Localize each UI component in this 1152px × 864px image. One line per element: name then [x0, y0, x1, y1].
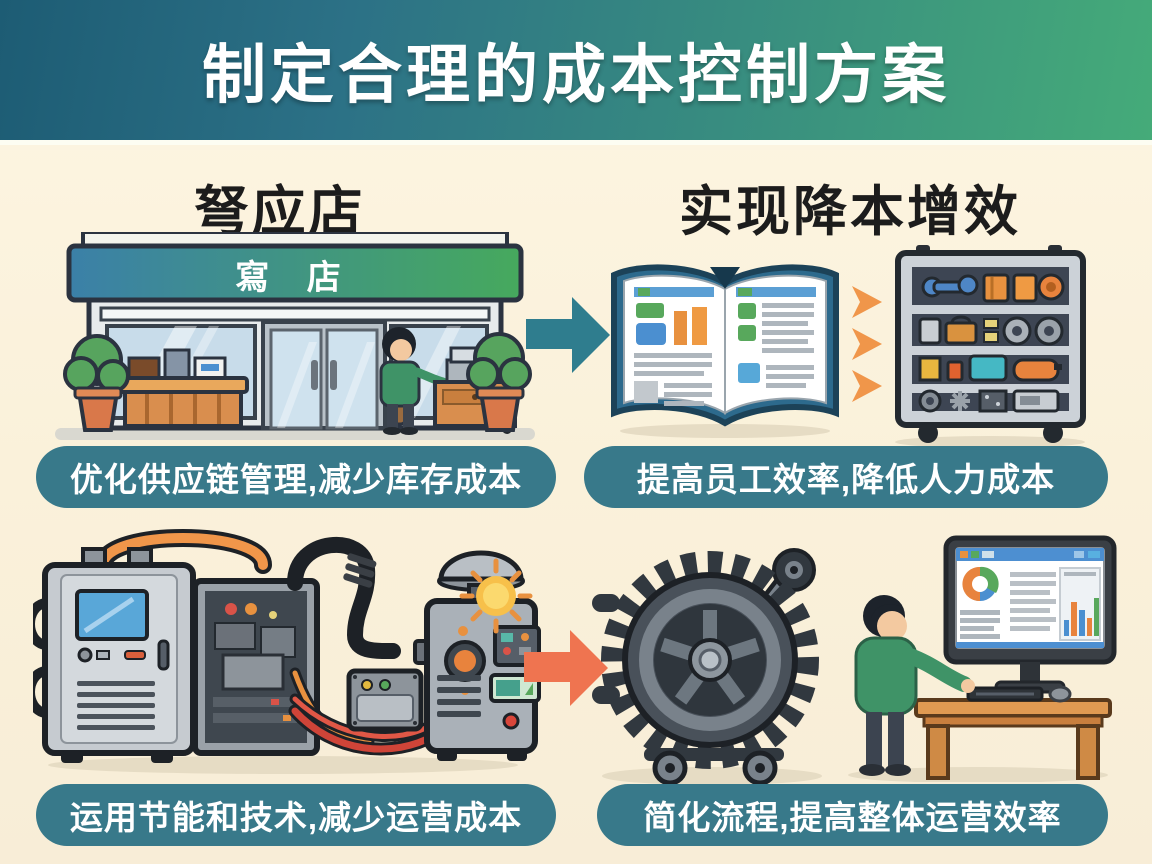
shelf-row-4-items: [918, 389, 1060, 413]
catalog-book-illustration: [611, 264, 839, 438]
black-hose: [287, 536, 401, 660]
store-sign-text: 寫 店: [235, 258, 355, 297]
caption-process-streamline: 简化流程,提高整体运营效率: [597, 784, 1108, 846]
parts-shelf-illustration: [895, 245, 1086, 448]
mouse: [1048, 685, 1072, 703]
book-right-content: [736, 287, 816, 388]
gear-machine-illustration: [592, 548, 822, 786]
control-box: [346, 668, 424, 732]
sun-icon: [459, 558, 533, 634]
book-spine-notch: [710, 267, 740, 289]
desk: [914, 698, 1112, 780]
storefront-illustration: [55, 232, 535, 440]
power-cables: [288, 667, 442, 756]
left-generator: [33, 547, 196, 763]
page-title: 制定合理的成本控制方案: [202, 39, 950, 111]
chevron-arrows-icon: [852, 286, 882, 402]
store-awning: [66, 232, 524, 303]
flow-arrow-top-icon: [526, 297, 610, 373]
title-banner: 制定合理的成本控制方案: [0, 0, 1152, 145]
potted-tree-right: [466, 332, 532, 432]
gear-lug-bottom: [592, 686, 620, 704]
worker-computer-illustration: [848, 535, 1117, 782]
monitor-stand: [1020, 662, 1040, 682]
potted-tree-left: [63, 334, 130, 432]
gear-shadow: [602, 767, 822, 785]
machine-orange-handle: [98, 533, 268, 570]
shelf-row-3-items: [918, 354, 1062, 382]
flow-arrow-bottom-icon: [524, 630, 608, 706]
shelf-caster-right: [1043, 423, 1063, 443]
desk-shadow: [848, 767, 1108, 782]
gear-cart: [644, 748, 784, 786]
shelf-caster-left: [918, 423, 938, 443]
machinery-illustration: [33, 529, 541, 774]
shelf-board-3: [912, 384, 1069, 393]
shelf-shadow: [895, 436, 1085, 448]
bar-chart-panel: [1059, 567, 1101, 641]
worker-figure: [854, 595, 975, 776]
store-doors: [261, 320, 387, 430]
monitor: [943, 535, 1117, 694]
caption-supply-chain: 优化供应链管理,减少库存成本: [36, 446, 556, 508]
shelf-row-1-items: [921, 273, 1065, 303]
donut-chart: [962, 566, 999, 602]
caption-energy-saving: 运用节能和技术,减少运营成本: [36, 784, 556, 846]
caption-staff-efficiency: 提高员工效率,降低人力成本: [584, 446, 1108, 508]
right-section-heading: 实现降本增效: [679, 181, 1021, 242]
right-generator: [413, 550, 541, 761]
shelf-board-2: [912, 346, 1069, 355]
gear-lug-top: [592, 594, 620, 612]
gear-wheel: [601, 551, 819, 769]
shelf-board-1: [912, 305, 1069, 314]
shelf-row-2-items: [918, 315, 1064, 346]
clerk-figure: [379, 327, 448, 435]
middle-open-cabinet: [192, 578, 320, 756]
book-left-content: [634, 287, 714, 406]
book-shadow: [620, 424, 830, 438]
